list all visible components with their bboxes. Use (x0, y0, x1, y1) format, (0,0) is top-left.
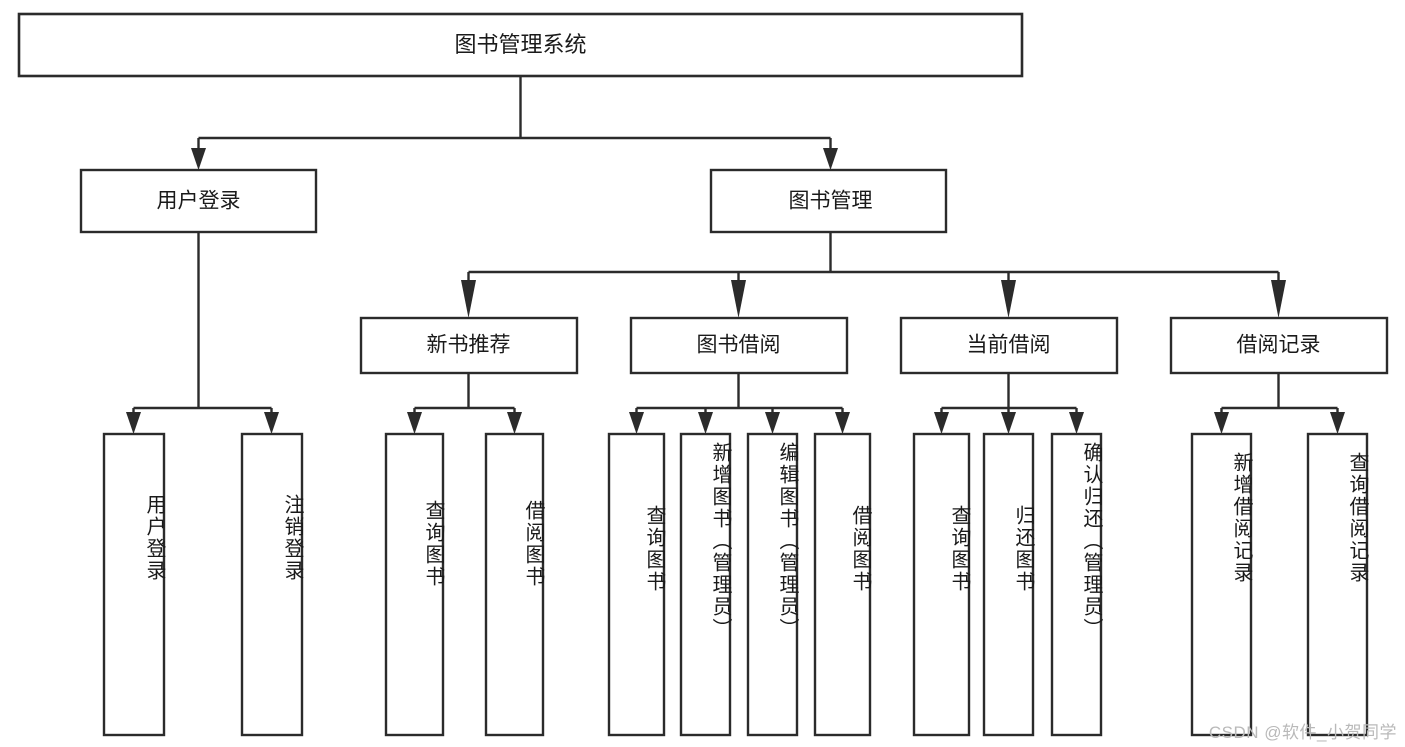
arrow-head-icon (1271, 280, 1286, 318)
leaf-box-book-borrow-1[interactable] (679, 432, 732, 737)
node-current-borrow-label: 当前借阅 (967, 334, 1051, 357)
arrow-head-icon (407, 412, 422, 434)
leaf-box-book-borrow-0[interactable] (607, 432, 666, 737)
node-user-login[interactable]: 用户登录 (79, 168, 318, 234)
leaf-box-book-borrow-3[interactable] (813, 432, 872, 737)
node-new-book-recommend-box[interactable] (359, 316, 579, 375)
node-book-borrow[interactable]: 图书借阅 (629, 316, 849, 375)
arrow-head-icon (461, 280, 476, 318)
node-root[interactable]: 图书管理系统 (17, 12, 1024, 78)
connector-group-user-login (126, 232, 279, 434)
node-current-borrow-box[interactable] (899, 316, 1119, 375)
arrow-head-icon (765, 412, 780, 434)
leaf-box-current-borrow-1[interactable] (982, 432, 1035, 737)
connector-group-borrow-record (1214, 373, 1345, 434)
node-current-borrow[interactable]: 当前借阅 (899, 316, 1119, 375)
arrow-head-icon (823, 148, 838, 170)
watermark: CSDN @软件_小贺同学 (1208, 723, 1397, 742)
node-book-manage-box[interactable] (709, 168, 948, 234)
leaf-box-user-login-0[interactable] (102, 432, 166, 737)
connector-group-book-manage (461, 232, 1286, 318)
arrow-head-icon (1214, 412, 1229, 434)
arrow-head-icon (629, 412, 644, 434)
arrow-head-icon (507, 412, 522, 434)
arrow-head-icon (1330, 412, 1345, 434)
node-new-book-recommend[interactable]: 新书推荐 (359, 316, 579, 375)
arrow-head-icon (1001, 280, 1016, 318)
node-borrow-record-box[interactable] (1169, 316, 1389, 375)
leaf-box-current-borrow-2[interactable] (1050, 432, 1103, 737)
connector-group-new-book (407, 373, 522, 434)
leaf-box-new-book-1[interactable] (484, 432, 545, 737)
arrow-head-icon (126, 412, 141, 434)
arrow-head-icon (698, 412, 713, 434)
connector-group-root (191, 76, 838, 170)
leaf-box-book-borrow-2[interactable] (746, 432, 799, 737)
node-book-borrow-box[interactable] (629, 316, 849, 375)
leaf-box-borrow-record-1[interactable] (1306, 432, 1369, 737)
connector-group-current-borrow (934, 373, 1084, 434)
node-user-login-label: 用户登录 (157, 190, 241, 213)
node-root-box[interactable] (17, 12, 1024, 78)
node-borrow-record[interactable]: 借阅记录 (1169, 316, 1389, 375)
arrow-head-icon (1069, 412, 1084, 434)
node-borrow-record-label: 借阅记录 (1237, 334, 1321, 357)
node-book-borrow-label: 图书借阅 (697, 334, 781, 357)
node-book-manage[interactable]: 图书管理 (709, 168, 948, 234)
arrow-head-icon (1001, 412, 1016, 434)
leaf-box-borrow-record-0[interactable] (1190, 432, 1253, 737)
node-root-label: 图书管理系统 (454, 32, 586, 57)
connector-group-book-borrow (629, 373, 850, 434)
leaf-box-current-borrow-0[interactable] (912, 432, 971, 737)
leaf-box-new-book-0[interactable] (384, 432, 445, 737)
arrow-head-icon (264, 412, 279, 434)
node-book-manage-label: 图书管理 (789, 190, 873, 213)
arrow-head-icon (191, 148, 206, 170)
arrow-head-icon (835, 412, 850, 434)
node-user-login-box[interactable] (79, 168, 318, 234)
arrow-head-icon (934, 412, 949, 434)
arrow-head-icon (731, 280, 746, 318)
node-new-book-recommend-label: 新书推荐 (427, 334, 511, 357)
leaf-box-user-login-1[interactable] (240, 432, 304, 737)
